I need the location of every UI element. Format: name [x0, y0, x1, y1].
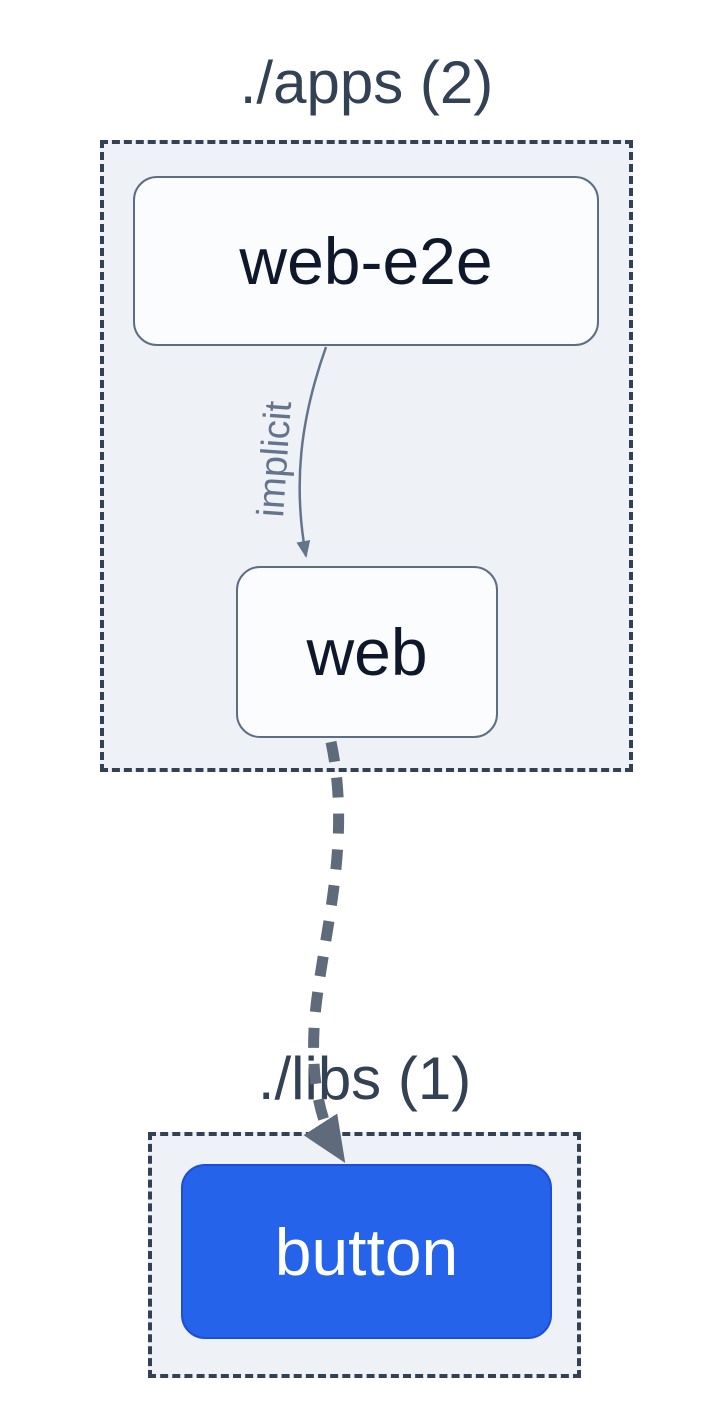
- node-web-label: web: [306, 615, 428, 689]
- node-web-e2e[interactable]: web-e2e: [133, 176, 599, 346]
- node-button-label: button: [274, 1214, 459, 1289]
- node-button[interactable]: button: [181, 1164, 552, 1339]
- cluster-libs-title: ./libs (1): [257, 1045, 472, 1112]
- node-web-e2e-label: web-e2e: [239, 224, 493, 298]
- cluster-apps-title: ./apps (2): [239, 49, 494, 116]
- node-web[interactable]: web: [236, 566, 498, 738]
